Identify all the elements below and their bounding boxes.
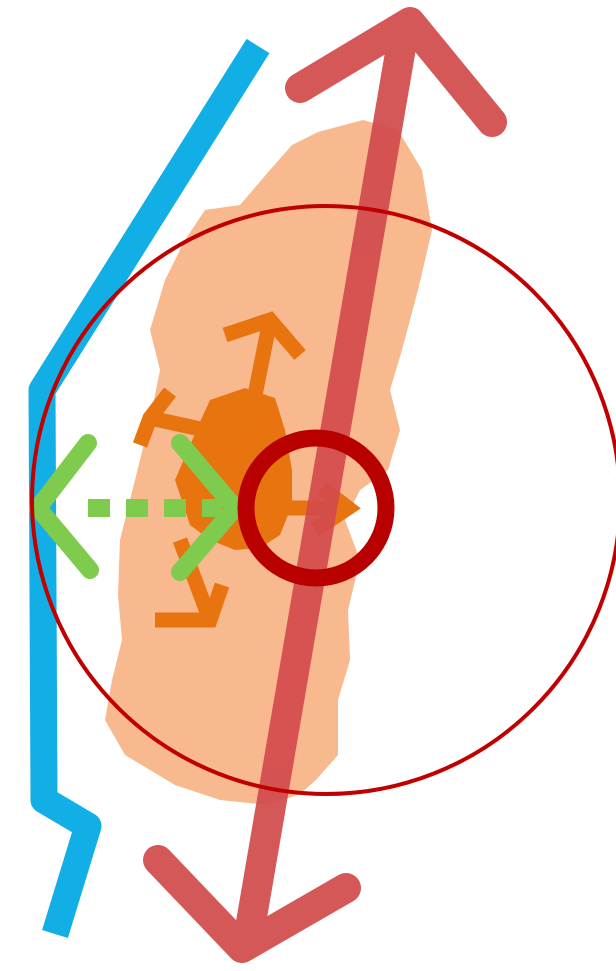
diagram-illustration — [0, 0, 616, 971]
diagram-canvas — [0, 0, 616, 971]
